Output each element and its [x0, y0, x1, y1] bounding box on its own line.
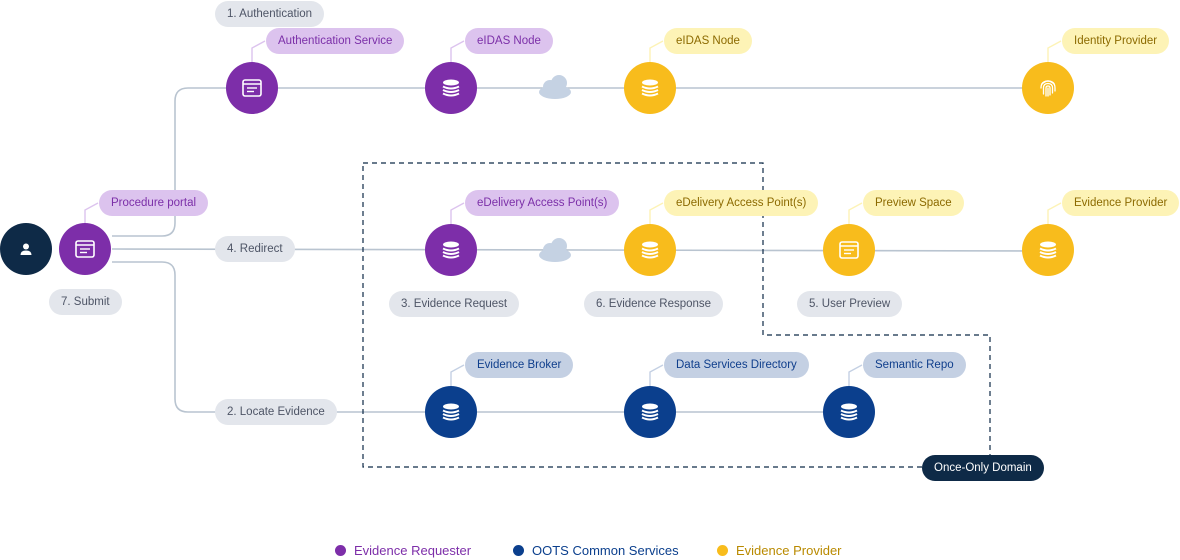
procedure-portal-node[interactable]	[59, 223, 111, 275]
step-submit: 7. Submit	[49, 289, 122, 315]
eidas-node-requester-node[interactable]	[425, 62, 477, 114]
label-edelivery-provider: eDelivery Access Point(s)	[664, 190, 819, 216]
authentication-service-node[interactable]	[226, 62, 278, 114]
label-once-only-domain: Once-Only Domain	[922, 455, 1044, 481]
database-icon	[641, 403, 659, 421]
step-user-preview: 5. User Preview	[797, 291, 903, 317]
once-only-domain-boundary	[362, 162, 991, 468]
label-identity-provider: Identity Provider	[1062, 28, 1170, 54]
edelivery-provider-node[interactable]	[624, 224, 676, 276]
legend-item-evidence-provider: Evidence Provider	[717, 543, 842, 558]
step-locate-evidence: 2. Locate Evidence	[215, 399, 337, 425]
user-node[interactable]	[0, 223, 52, 275]
evidence-provider-node[interactable]	[1022, 224, 1074, 276]
label-preview-space: Preview Space	[863, 190, 964, 216]
identity-provider-node[interactable]	[1022, 62, 1074, 114]
cloud-icon-top	[539, 75, 571, 99]
browser-icon	[242, 79, 262, 97]
eidas-node-provider-node[interactable]	[624, 62, 676, 114]
connector-locate	[112, 261, 850, 413]
preview-space-node[interactable]	[823, 224, 875, 276]
database-icon	[641, 241, 659, 259]
label-authentication-service: Authentication Service	[266, 28, 405, 54]
database-icon	[1039, 241, 1057, 259]
browser-icon	[839, 241, 859, 259]
label-evidence-broker: Evidence Broker	[465, 352, 574, 378]
label-semantic-repo: Semantic Repo	[863, 352, 966, 378]
label-evidence-provider: Evidence Provider	[1062, 190, 1180, 216]
label-procedure-portal: Procedure portal	[99, 190, 209, 216]
database-icon	[840, 403, 858, 421]
legend-label: Evidence Provider	[736, 543, 842, 558]
connector-auth	[112, 87, 1048, 237]
step-authentication: 1. Authentication	[215, 1, 325, 27]
label-eidas-node-requester: eIDAS Node	[465, 28, 553, 54]
legend-dot-icon	[335, 545, 346, 556]
step-evidence-request: 3. Evidence Request	[389, 291, 520, 317]
cloud-icon-middle	[539, 238, 571, 262]
legend-dot-icon	[717, 545, 728, 556]
step-evidence-response: 6. Evidence Response	[584, 291, 724, 317]
database-icon	[442, 241, 460, 259]
legend-item-evidence-requester: Evidence Requester	[335, 543, 471, 558]
legend-label: OOTS Common Services	[532, 543, 679, 558]
legend-item-oots-common-services: OOTS Common Services	[513, 543, 679, 558]
browser-icon	[75, 240, 95, 258]
evidence-broker-node[interactable]	[425, 386, 477, 438]
database-icon	[442, 403, 460, 421]
label-edelivery-requester: eDelivery Access Point(s)	[465, 190, 620, 216]
database-icon	[442, 79, 460, 97]
database-icon	[641, 79, 659, 97]
legend-label: Evidence Requester	[354, 543, 472, 558]
semantic-repo-node[interactable]	[823, 386, 875, 438]
label-data-services-directory: Data Services Directory	[664, 352, 809, 378]
user-icon	[20, 243, 32, 255]
data-services-directory-node[interactable]	[624, 386, 676, 438]
fingerprint-icon	[1040, 80, 1056, 97]
edelivery-requester-node[interactable]	[425, 224, 477, 276]
legend-dot-icon	[513, 545, 524, 556]
label-eidas-node-provider: eIDAS Node	[664, 28, 752, 54]
step-redirect: 4. Redirect	[215, 236, 295, 262]
